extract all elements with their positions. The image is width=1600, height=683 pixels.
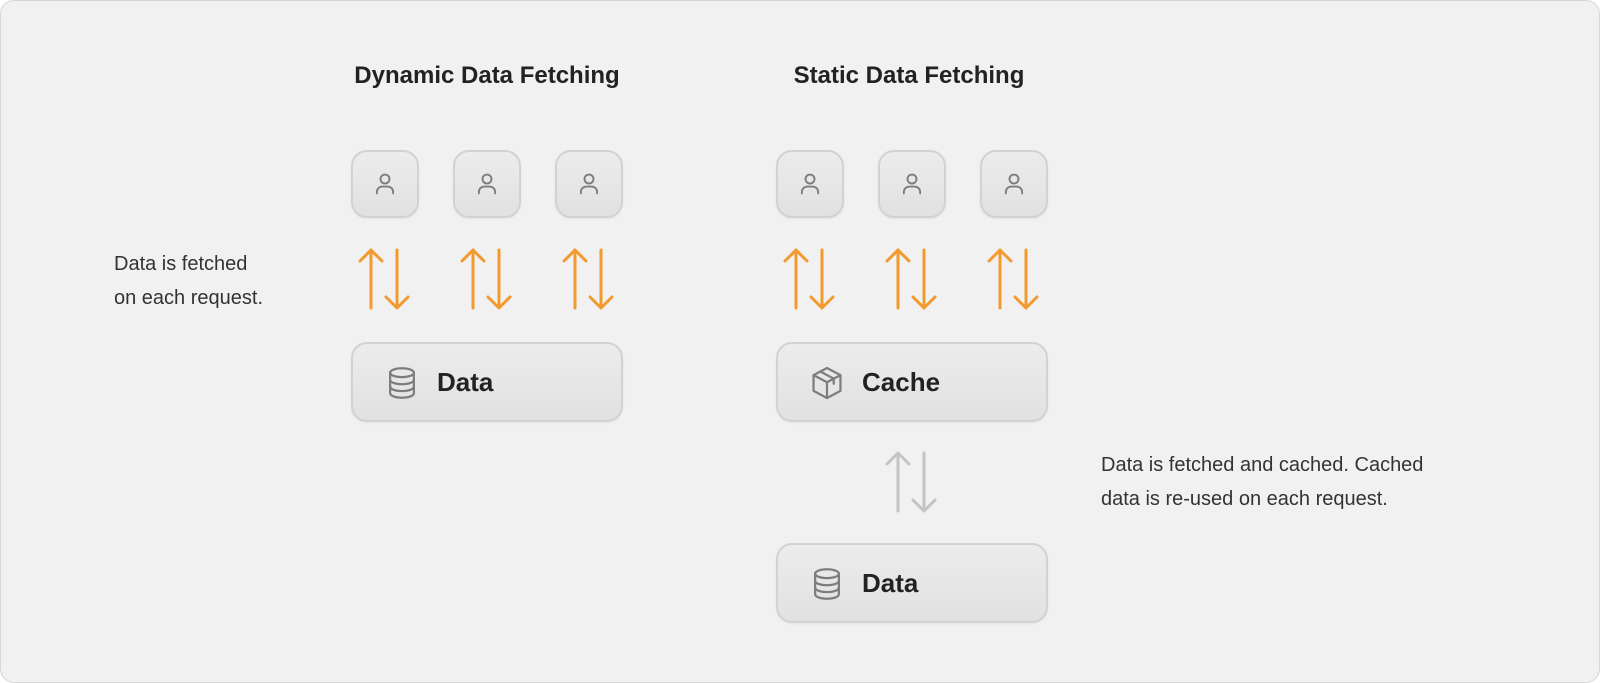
user-node — [878, 150, 946, 218]
user-icon — [579, 173, 599, 195]
cache-fetch-arrows — [885, 451, 937, 513]
request-arrows — [460, 248, 512, 310]
cache-node: Cache — [776, 342, 1048, 422]
user-node — [555, 150, 623, 218]
dynamic-caption: Data is fetched on each request. — [114, 247, 263, 315]
request-arrows — [562, 248, 614, 310]
static-caption-line: Data is fetched and cached. Cached — [1101, 454, 1424, 476]
user-icon — [477, 173, 497, 195]
dynamic-caption-line: on each request. — [114, 287, 263, 309]
request-arrows — [987, 248, 1039, 310]
request-arrows — [783, 248, 835, 310]
static-data-node: Data — [776, 543, 1048, 623]
user-icon — [902, 173, 922, 195]
user-node — [980, 150, 1048, 218]
dynamic-heading: Dynamic Data Fetching — [354, 62, 620, 89]
user-icon — [1004, 173, 1024, 195]
static-heading: Static Data Fetching — [793, 62, 1025, 89]
static-caption-line: data is re-used on each request. — [1101, 488, 1388, 510]
cache-label: Cache — [862, 367, 941, 397]
user-icon — [800, 173, 820, 195]
user-icon — [375, 173, 395, 195]
dynamic-data-node: Data — [351, 342, 623, 422]
box-icon — [812, 366, 842, 400]
data-label: Data — [862, 568, 919, 598]
request-arrows — [358, 248, 410, 310]
dynamic-caption-line: Data is fetched — [114, 253, 248, 275]
data-label: Data — [437, 367, 494, 397]
user-node — [776, 150, 844, 218]
user-node — [351, 150, 419, 218]
static-caption: Data is fetched and cached. Cached data … — [1101, 448, 1423, 516]
database-icon — [814, 568, 840, 600]
database-icon — [389, 367, 415, 399]
request-arrows — [885, 248, 937, 310]
user-node — [453, 150, 521, 218]
